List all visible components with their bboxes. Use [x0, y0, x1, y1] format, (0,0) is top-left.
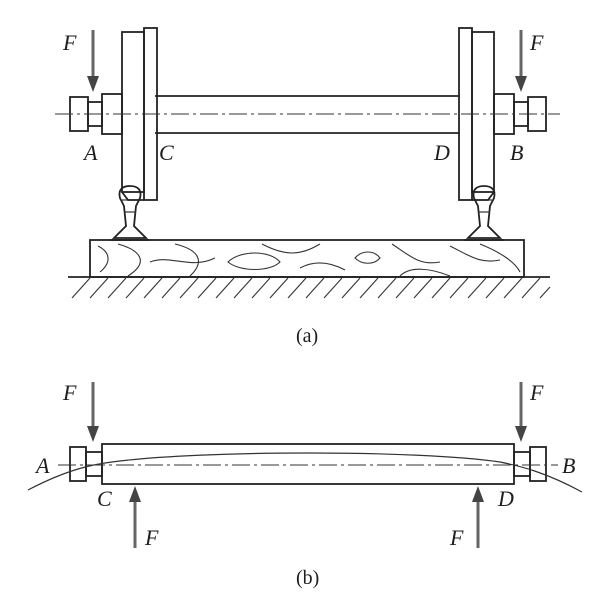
deflection-curve	[27, 452, 583, 493]
force-arrow-top-left	[87, 382, 99, 442]
sleeper	[89, 239, 525, 278]
force-arrow-bottom-left	[129, 486, 141, 548]
force-arrow-right	[515, 30, 527, 92]
force-arrow-left	[87, 30, 99, 92]
caption-a: (a)	[296, 325, 318, 347]
axle-beam	[101, 443, 515, 485]
force-arrow-top-right	[515, 382, 527, 442]
force-label-left: F	[62, 30, 77, 55]
point-label-C-b: C	[97, 486, 112, 511]
wood-grain	[97, 243, 521, 277]
force-label-bottom-left: F	[144, 525, 159, 550]
ground	[68, 276, 551, 299]
force-label-top-right: F	[529, 380, 544, 405]
force-label-bottom-right: F	[449, 525, 464, 550]
point-label-B-b: B	[562, 453, 575, 478]
right-rail	[464, 185, 504, 241]
force-arrow-bottom-right	[472, 486, 484, 548]
ground-hatch	[71, 277, 551, 299]
figure-a: F F A C D B (a)	[55, 27, 560, 347]
point-label-B: B	[510, 140, 523, 165]
point-label-C: C	[159, 140, 174, 165]
force-label-top-left: F	[62, 380, 77, 405]
axle	[155, 95, 460, 134]
point-label-A-b: A	[34, 453, 50, 478]
right-journal-b	[513, 446, 547, 482]
point-label-A: A	[82, 140, 98, 165]
force-label-right: F	[529, 30, 544, 55]
caption-b: (b)	[296, 567, 319, 589]
point-label-D: D	[433, 140, 450, 165]
figure-b: F F F F A B C D (b)	[27, 380, 583, 589]
point-label-D-b: D	[497, 486, 514, 511]
